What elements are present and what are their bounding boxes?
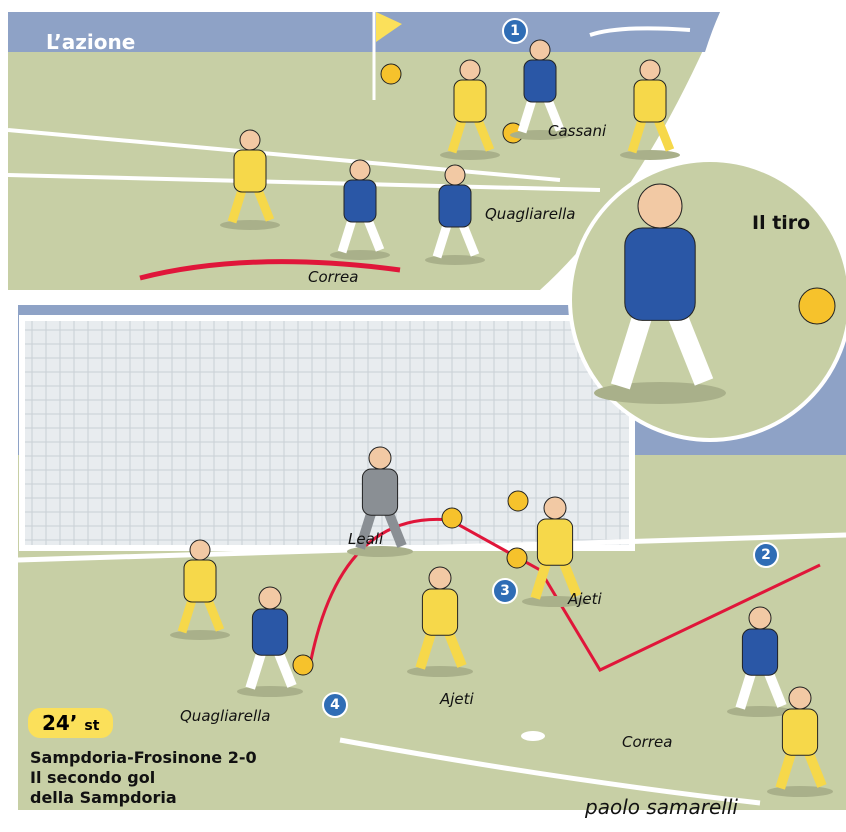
panel-title: L’azione xyxy=(46,30,136,54)
player-figure xyxy=(620,59,680,160)
player-figure xyxy=(330,159,390,260)
caption-line-1: Il secondo gol xyxy=(30,768,156,787)
match-time: 24’ xyxy=(42,711,78,735)
artist-credit: paolo samarelli xyxy=(585,795,738,819)
player-label-correa: Correa xyxy=(622,733,673,751)
player-figure xyxy=(727,606,793,717)
net-mesh xyxy=(25,321,629,545)
player-figure xyxy=(170,539,230,640)
player-label-cassani: Cassani xyxy=(548,122,607,140)
player-figure xyxy=(767,686,833,797)
player-figure xyxy=(425,164,485,265)
match-time-badge: 24’ st xyxy=(28,708,114,738)
match-result: Sampdoria-Frosinone 2-0 xyxy=(30,748,257,767)
ball xyxy=(292,654,314,676)
player-figure xyxy=(440,59,500,160)
goal-net xyxy=(19,315,635,551)
player-figure xyxy=(220,129,280,230)
player-label-correa: Correa xyxy=(308,268,359,286)
goal-line xyxy=(17,532,846,563)
player-figure xyxy=(522,496,588,607)
run-arrow-white xyxy=(339,737,761,806)
player-label-ajeti: Ajeti xyxy=(568,590,602,608)
player-figure xyxy=(237,586,303,697)
run-arrow-white xyxy=(589,26,691,37)
step-badge-3: 3 xyxy=(492,578,518,604)
pitch-line xyxy=(7,128,561,182)
ball xyxy=(506,547,528,569)
player-figure xyxy=(347,446,413,557)
penalty-spot xyxy=(521,731,545,741)
player-label-leali: Leali xyxy=(348,530,384,548)
pitch-line xyxy=(7,173,601,192)
ball xyxy=(507,490,529,512)
inset-title: Il tiro xyxy=(752,212,811,234)
match-time-suffix: st xyxy=(84,718,100,734)
player-figure xyxy=(510,39,570,140)
caption-line-2: della Sampdoria xyxy=(30,788,177,807)
step-badge-4: 4 xyxy=(322,692,348,718)
run-arrow xyxy=(139,259,401,281)
player-figure xyxy=(594,183,726,404)
player-label-ajeti: Ajeti xyxy=(440,690,474,708)
ball xyxy=(441,507,463,529)
player-label-quagliarella: Quagliarella xyxy=(485,205,576,223)
player-figure xyxy=(407,566,473,677)
player-label-quagliarella: Quagliarella xyxy=(180,707,271,725)
step-badge-1: 1 xyxy=(502,18,528,44)
corner-flag xyxy=(376,12,402,42)
ball xyxy=(798,287,836,325)
step-badge-2: 2 xyxy=(753,542,779,568)
ball xyxy=(380,63,402,85)
